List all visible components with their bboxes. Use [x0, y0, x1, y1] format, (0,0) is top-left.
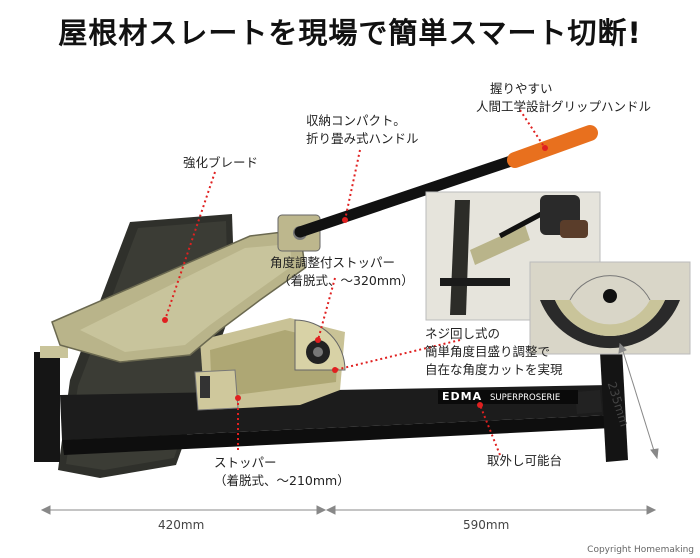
- label-handle-1: 収納コンパクト。: [306, 113, 406, 128]
- left-foot: [34, 352, 60, 462]
- label-handle-2: 折り畳み式ハンドル: [306, 131, 419, 146]
- label-stopper-1: ストッパー: [214, 455, 277, 470]
- brand-series: SUPERPROSERIE: [490, 393, 561, 403]
- label-screw-angle-1: ネジ回し式の: [425, 326, 501, 341]
- dimension-left-width: 420mm: [158, 518, 205, 532]
- label-base: 取外し可能台: [487, 453, 563, 468]
- handle-shaft: [294, 152, 526, 238]
- removable-base: [600, 348, 628, 462]
- label-grip-1: 握りやすい: [490, 81, 553, 96]
- dimension-right-width: 590mm: [463, 518, 510, 532]
- label-angle-stopper-2: （着脱式、～320mm）: [278, 273, 414, 288]
- copyright: Copyright Homemaking: [587, 545, 694, 555]
- headline: 屋根材スレートを現場で簡単スマート切断!: [58, 16, 642, 50]
- handle-grip: [507, 125, 598, 168]
- leader-lines: [164, 109, 546, 456]
- base-rail-front: [62, 415, 612, 455]
- label-blade: 強化ブレード: [183, 155, 259, 170]
- brand-logo: EDMA: [442, 390, 483, 403]
- label-screw-angle-2: 簡単角度目盛り調整で: [425, 344, 551, 359]
- label-angle-stopper-1: 角度調整付ストッパー: [270, 255, 396, 270]
- label-stopper-2: （着脱式、～210mm）: [214, 473, 350, 488]
- dimension-arrows: [40, 342, 659, 515]
- label-grip-2: 人間工学設計グリップハンドル: [476, 99, 652, 114]
- label-screw-angle-3: 自在な角度カットを実現: [425, 362, 563, 377]
- brand-plate: [438, 390, 578, 404]
